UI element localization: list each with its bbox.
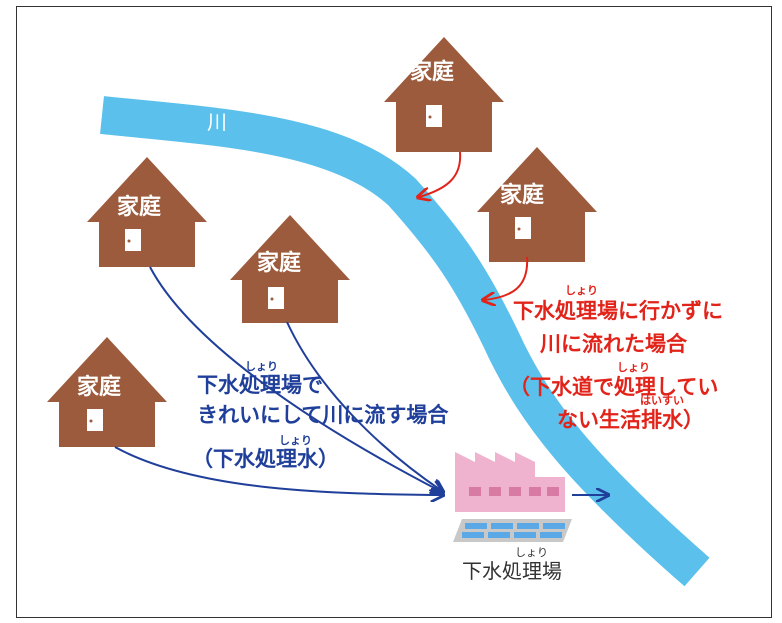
blue-arrow-from-house-upper-left [149, 266, 442, 492]
treatment-tanks [453, 519, 572, 542]
blue-arrow-from-house-lower-left [114, 446, 442, 495]
blue-caption-ruby: しょり [245, 360, 278, 373]
red-arrow-from-house-top [419, 151, 462, 197]
house-right [477, 147, 597, 262]
house-label: 家庭 [257, 251, 302, 276]
house-door [87, 409, 103, 431]
blue-arrow-from-house-middle [286, 321, 442, 491]
house-label: 家庭 [410, 60, 455, 85]
house-door [268, 287, 284, 309]
red-caption-line3: （下水道で処理してい [509, 375, 719, 399]
factory-ruby: しょり [515, 546, 548, 559]
diagram-canvas [47, 37, 710, 587]
blue-caption-line1: 下水処理場で [197, 373, 323, 397]
blue-caption-line3: （下水処理水） [192, 447, 339, 471]
red-arrow-from-house-right [484, 256, 529, 300]
red-caption-ruby-2: しょり [617, 361, 650, 374]
red-caption-line1: 下水処理場に行かずに [513, 299, 723, 323]
house-door [125, 229, 141, 251]
house-door [515, 217, 531, 239]
house-top [384, 37, 504, 152]
red-caption-line2: 川に流れた場合 [540, 332, 687, 356]
red-caption-ruby-3: はいすい [640, 394, 684, 407]
factory-label: 下水処理場 [462, 559, 562, 583]
blue-caption-ruby-2: しょり [279, 434, 312, 447]
house-label: 家庭 [117, 195, 162, 220]
blue-caption-line2: きれいにして川に流す場合 [197, 403, 449, 427]
factory [455, 452, 565, 512]
house-middle [230, 215, 350, 323]
diagram-frame: 家庭 家庭 家庭 家庭 家庭 川 しょり 下水処理場で きれいにして川に流す場合… [16, 6, 772, 618]
house-label: 家庭 [500, 183, 545, 208]
house-lower-left [47, 337, 167, 447]
red-caption-ruby: しょり [565, 284, 598, 297]
house-label: 家庭 [77, 375, 122, 400]
house-door [426, 105, 442, 127]
house-upper-left [87, 157, 207, 267]
river-label: 川 [207, 110, 227, 134]
red-caption-line4: ない生活排水） [557, 408, 704, 432]
river [100, 96, 710, 587]
